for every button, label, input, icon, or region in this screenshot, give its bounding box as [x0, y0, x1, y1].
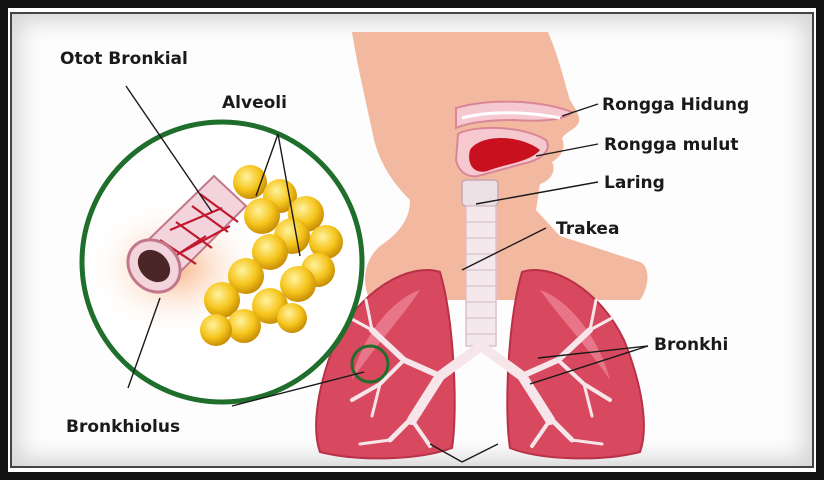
label-bronkhi: Bronkhi — [654, 335, 728, 355]
label-otot-bronkial: Otot Bronkial — [60, 49, 188, 69]
label-rongga-mulut: Rongga mulut — [604, 135, 738, 155]
label-laring: Laring — [604, 173, 665, 193]
larynx-shape — [462, 180, 498, 206]
label-rongga-hidung: Rongga Hidung — [602, 95, 749, 115]
label-alveoli: Alveoli — [222, 93, 287, 113]
trachea-shape — [466, 206, 496, 346]
label-trakea: Trakea — [556, 219, 619, 239]
label-bronkhiolus: Bronkhiolus — [66, 417, 180, 437]
